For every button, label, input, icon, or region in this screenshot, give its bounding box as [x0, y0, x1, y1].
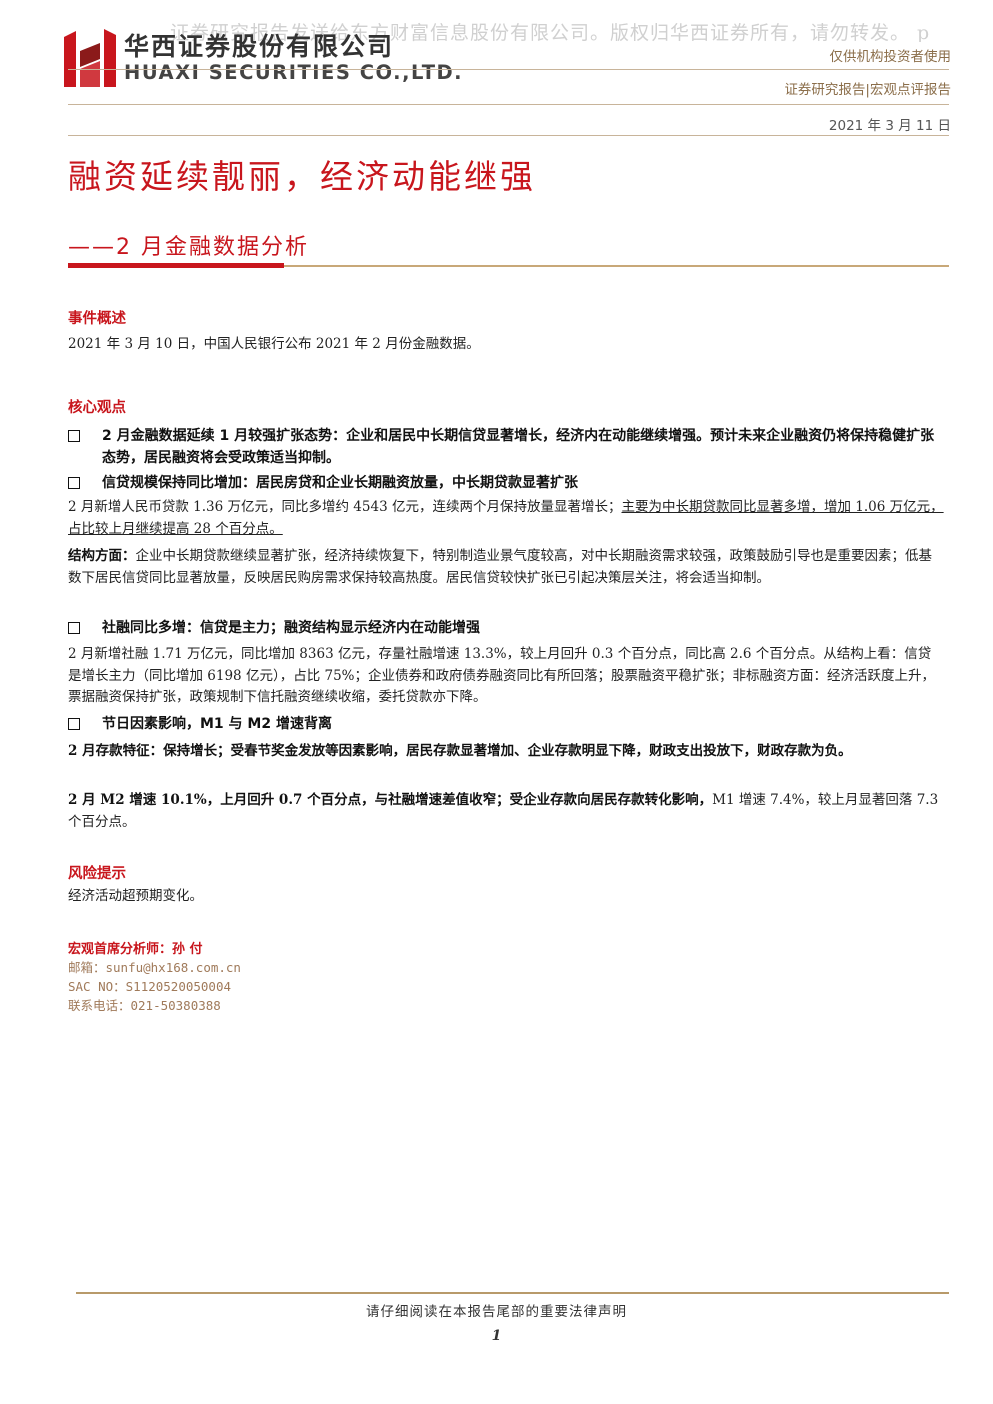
page-number: 1 [491, 1328, 502, 1344]
footer-divider [76, 1292, 949, 1294]
title-underline [68, 263, 949, 268]
report-date: 2021 年 3 月 11 日 [828, 118, 951, 134]
event-heading: 事件概述 [68, 311, 126, 327]
loan-paragraph: 2 月新增人民币贷款 1.36 万亿元，同比多增约 4543 亿元，连续两个月保… [68, 499, 944, 537]
social-financing-paragraph: 2 月新增社融 1.71 万亿元，同比增加 8363 亿元，存量社融增速 13.… [68, 646, 935, 705]
event-text: 2021 年 3 月 10 日，中国人民银行公布 2021 年 2 月份金融数据… [68, 336, 480, 352]
core-bullet-4: 节日因素影响，M1 与 M2 增速背离 [68, 713, 944, 735]
huaxi-logo-icon [64, 29, 116, 87]
checkbox-bullet-icon [68, 718, 80, 730]
watermark: 证券研究报告发送给东方财富信息股份有限公司。版权归华西证券所有，请勿转发。 p [170, 22, 931, 42]
core-bullet-3: 社融同比多增：信贷是主力；融资结构显示经济内在动能增强 [68, 617, 944, 639]
core-heading: 核心观点 [68, 400, 126, 416]
analyst-sac: SAC NO：S1120520050004 [68, 979, 232, 994]
checkbox-bullet-icon [68, 622, 80, 634]
structure-paragraph: 结构方面：企业中长期贷款继续显著扩张，经济持续恢复下，特别制造业景气度较高，对中… [68, 548, 932, 586]
report-subtitle: ——2 月金融数据分析 [68, 235, 309, 260]
audience-note: 仅供机构投资者使用 [829, 49, 952, 65]
checkbox-bullet-icon [68, 430, 80, 442]
company-name-en: HUAXI SECURITIES CO.,LTD. [124, 61, 464, 84]
report-type: 证券研究报告|宏观点评报告 [784, 82, 951, 98]
company-name-cn: 华西证券股份有限公司 [124, 32, 395, 61]
report-title: 融资延续靓丽，经济动能继强 [68, 157, 536, 196]
risk-text: 经济活动超预期变化。 [68, 888, 203, 904]
analyst-email[interactable]: 邮箱：sunfu@hx168.com.cn [68, 960, 241, 975]
m2-paragraph: 2 月 M2 增速 10.1%，上月回升 0.7 个百分点，与社融增速差值收窄；… [68, 792, 939, 830]
legal-notice: 请仔细阅读在本报告尾部的重要法律声明 [366, 1304, 627, 1320]
checkbox-bullet-icon [68, 477, 80, 489]
core-bullet-2: 信贷规模保持同比增加：居民房贷和企业长期融资放量，中长期贷款显著扩张 [68, 472, 944, 494]
core-bullet-1: 2 月金融数据延续 1 月较强扩张态势：企业和居民中长期信贷显著增长，经济内在动… [68, 425, 944, 469]
company-logo: 华西证券股份有限公司 HUAXI SECURITIES CO.,LTD. [64, 27, 462, 89]
deposit-paragraph: 2 月存款特征：保持增长；受春节奖金发放等因素影响，居民存款显著增加、企业存款明… [68, 743, 852, 759]
header-divider [68, 135, 949, 136]
header-divider [68, 104, 949, 105]
analyst-title: 宏观首席分析师：孙 付 [68, 942, 203, 957]
analyst-phone: 联系电话：021-50380388 [68, 998, 221, 1013]
header-divider [68, 69, 949, 70]
risk-heading: 风险提示 [68, 866, 126, 882]
